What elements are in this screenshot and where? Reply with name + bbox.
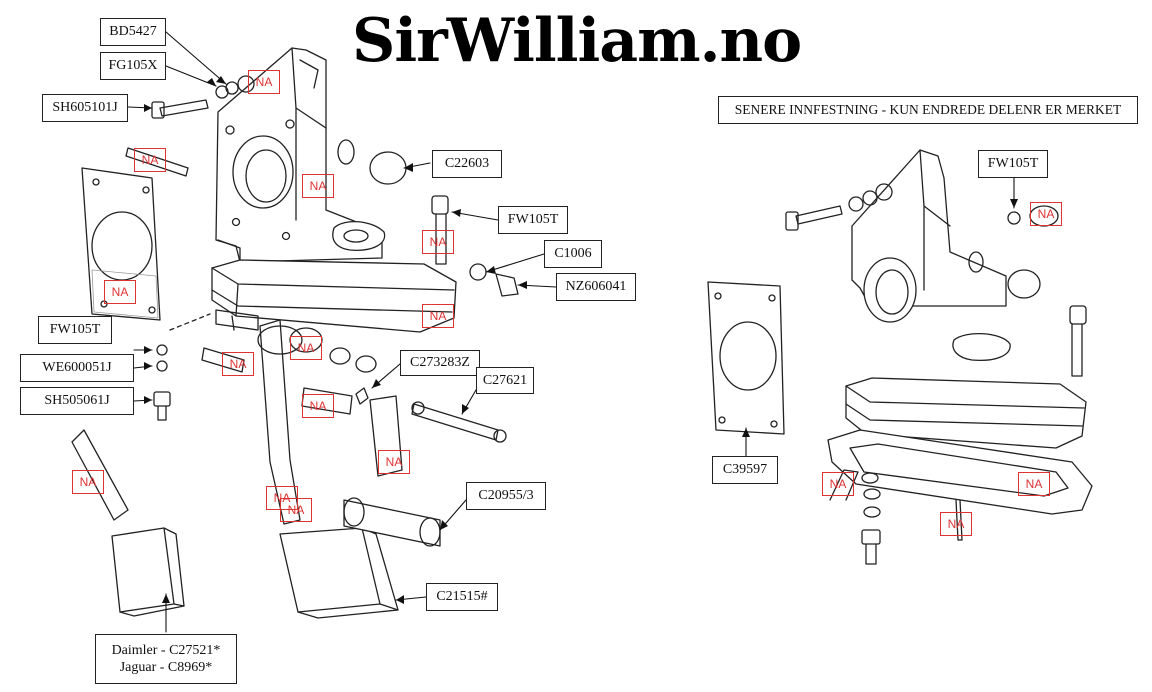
part-label-nz606041[interactable]: NZ606041: [556, 273, 636, 301]
later-fasteners-drawing: [785, 183, 1087, 565]
na-marker-lever: NA: [378, 450, 410, 474]
part-label-fw105t-left[interactable]: FW105T: [38, 316, 112, 344]
leader-arrowheads: [144, 76, 1018, 604]
part-label-fg105x[interactable]: FG105X: [100, 52, 166, 80]
na-marker-later-pin: NA: [940, 512, 972, 536]
na-marker-stud: NA: [422, 230, 454, 254]
na-marker-side-pedal: NA: [72, 470, 104, 494]
na-marker-shaft: NA: [222, 352, 254, 376]
na-marker-washer: NA: [248, 70, 280, 94]
na-marker-later-clip: NA: [822, 472, 854, 496]
na-marker-pin: NA: [134, 148, 166, 172]
part-label-c22603[interactable]: C22603: [432, 150, 502, 178]
part-label-pedal-variants[interactable]: Daimler - C27521* Jaguar - C8969*: [95, 634, 237, 684]
part-label-fw105t-top[interactable]: FW105T: [498, 206, 568, 234]
na-marker-bracket: NA: [302, 174, 334, 198]
later-gasket-drawing: [707, 281, 785, 435]
na-marker-pedal-arm-b: NA: [280, 498, 312, 522]
part-label-c20955-3[interactable]: C20955/3: [466, 482, 546, 510]
na-marker-bush: NA: [290, 336, 322, 360]
side-pedal-drawing: [71, 429, 185, 617]
na-marker-later-plate: NA: [1018, 472, 1050, 496]
part-label-c39597[interactable]: C39597: [712, 456, 778, 484]
brand-title: SirWilliam.no: [352, 6, 802, 76]
part-label-c273283z[interactable]: C273283Z: [400, 350, 480, 376]
later-mounting-note: SENERE INNFESTNING - KUN ENDREDE DELENR …: [718, 96, 1138, 124]
part-label-c21515[interactable]: C21515#: [426, 583, 498, 611]
pedal-bracket-drawing: [215, 47, 386, 263]
na-marker-gasket: NA: [104, 280, 136, 304]
part-label-sh605101j[interactable]: SH605101J: [42, 94, 128, 122]
na-marker-link: NA: [302, 394, 334, 418]
reservoir-tray-drawing: [211, 259, 457, 333]
part-label-bd5427[interactable]: BD5427: [100, 18, 166, 46]
pedal-variant-jaguar: Jaguar - C8969*: [119, 660, 213, 675]
fasteners-drawing: [125, 75, 519, 443]
na-marker-tray: NA: [422, 304, 454, 328]
part-label-fw105t-right[interactable]: FW105T: [978, 150, 1048, 178]
pedal-variant-daimler: Daimler - C27521*: [111, 643, 221, 658]
part-label-sh505061j[interactable]: SH505061J: [20, 387, 134, 415]
part-label-we600051j[interactable]: WE600051J: [20, 354, 134, 382]
na-marker-later-nut: NA: [1030, 202, 1062, 226]
part-label-c27621[interactable]: C27621: [476, 367, 534, 394]
part-label-c1006[interactable]: C1006: [544, 240, 602, 268]
later-bracket-drawing: [827, 149, 1093, 515]
